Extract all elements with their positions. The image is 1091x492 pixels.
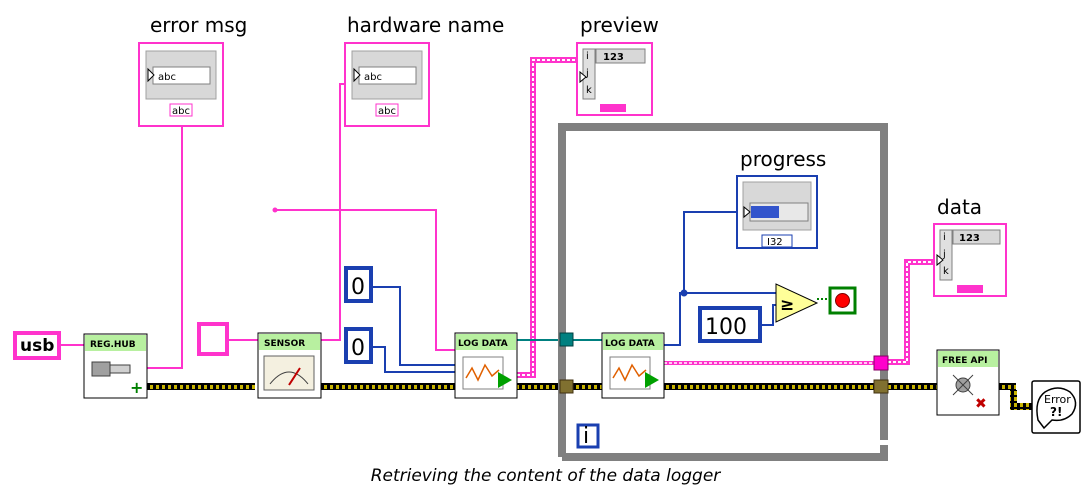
preview-index-k: k (586, 85, 592, 96)
hardware-name-label: hardware name (347, 13, 504, 37)
empty-string-constant[interactable] (197, 322, 229, 356)
zero-constant-b-text: 0 (351, 336, 365, 361)
svg-text:+: + (130, 378, 143, 397)
progress-label: progress (740, 147, 826, 171)
error-msg-indicator[interactable]: error msg abc abc (138, 13, 247, 127)
free-api-icon: ✖ (952, 374, 987, 412)
data-label: data (937, 195, 982, 219)
numeric-wires (372, 211, 776, 373)
progress-type: I32 (767, 237, 783, 248)
data-index-j: j (942, 249, 946, 260)
data-indicator[interactable]: data i j k 123 (933, 195, 1007, 297)
svg-text:≥: ≥ (780, 295, 794, 315)
array-wire-preview (517, 57, 580, 378)
preview-label: preview (580, 13, 659, 37)
reg-hub-title: REG.HUB (90, 340, 136, 350)
gauge-icon (263, 355, 315, 391)
waveform-icon (609, 356, 659, 390)
log-data-1-title: LOG DATA (458, 339, 508, 349)
svg-text:✖: ✖ (975, 396, 987, 412)
log-data-node-2[interactable]: LOG DATA (601, 332, 665, 399)
error-handler-line1: Error (1044, 393, 1071, 406)
greater-or-equal-node[interactable]: ≥ (775, 283, 819, 323)
wires (60, 57, 1032, 410)
free-api-title: FREE API (942, 356, 987, 366)
usb-plug-icon: + (91, 361, 143, 397)
preview-index-i: i (586, 51, 589, 62)
sensor-node[interactable]: SENSOR (257, 332, 322, 399)
hundred-constant[interactable]: 100 (698, 306, 762, 343)
tunnel-ref (559, 332, 574, 347)
tunnel-array-out (873, 355, 889, 371)
iteration-label: i (583, 424, 589, 449)
preview-indicator[interactable]: preview i j k 123 (576, 13, 659, 116)
tunnel-error-in (559, 379, 574, 394)
data-index-k: k (943, 266, 949, 277)
progress-indicator[interactable]: progress I32 (736, 147, 826, 249)
error-msg-label: error msg (150, 13, 247, 37)
reg-hub-node[interactable]: REG.HUB + (83, 333, 148, 399)
sensor-title: SENSOR (264, 339, 305, 349)
hundred-constant-text: 100 (705, 315, 747, 340)
log-data-2-title: LOG DATA (605, 339, 655, 349)
data-value: 123 (959, 233, 980, 244)
data-index-i: i (943, 232, 946, 243)
zero-constant-b[interactable]: 0 (344, 327, 373, 364)
preview-value: 123 (603, 52, 624, 63)
hardware-name-indicator[interactable]: hardware name abc abc (344, 13, 504, 127)
waveform-icon (462, 356, 512, 390)
tunnel-error-out (873, 379, 889, 394)
error-msg-text: abc (158, 72, 176, 83)
error-handler-node[interactable]: Error ?! (1031, 380, 1081, 434)
figure-caption: Retrieving the content of the data logge… (370, 466, 721, 486)
hardware-name-text: abc (364, 72, 382, 83)
hardware-name-type: abc (378, 106, 396, 117)
while-loop[interactable]: i (558, 123, 889, 461)
iteration-terminal[interactable]: i (576, 423, 600, 449)
array-wire-data (664, 259, 935, 365)
error-msg-type: abc (172, 106, 190, 117)
log-data-node-1[interactable]: LOG DATA (454, 332, 518, 399)
stop-icon (835, 293, 850, 308)
preview-index-j: j (585, 68, 589, 79)
usb-constant-text: usb (20, 336, 54, 356)
progress-fill (751, 206, 779, 218)
zero-constant-a[interactable]: 0 (344, 266, 373, 303)
free-api-node[interactable]: FREE API ✖ (936, 349, 1000, 416)
stop-terminal[interactable] (828, 286, 857, 315)
error-handler-line2: ?! (1050, 405, 1062, 419)
usb-constant[interactable]: usb (13, 331, 61, 360)
zero-constant-a-text: 0 (351, 275, 365, 300)
